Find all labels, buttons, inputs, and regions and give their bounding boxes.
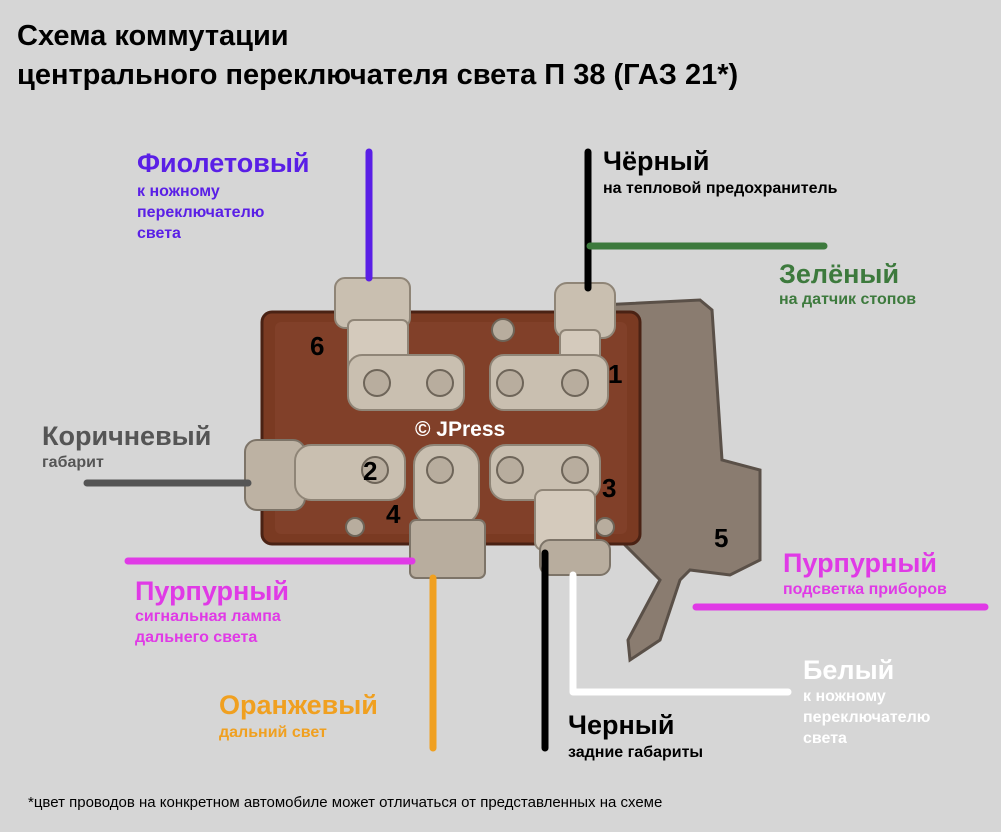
- pin-3: 3: [602, 473, 617, 503]
- pin-5: 5: [714, 523, 729, 553]
- label-orange-desc: дальний свет: [219, 724, 327, 741]
- watermark: © JPress: [415, 418, 506, 441]
- label-black-bottom-name: Черный: [568, 710, 675, 740]
- label-purple-right-name: Пурпурный: [783, 548, 937, 578]
- title-line-2: центрального переключателя света П 38 (Г…: [17, 59, 739, 91]
- label-orange-name: Оранжевый: [219, 690, 378, 720]
- title-line-1: Схема коммутации: [17, 20, 289, 52]
- wire-white: [569, 571, 792, 696]
- pin-2: 2: [363, 456, 378, 486]
- label-white-name: Белый: [803, 655, 895, 685]
- label-green-desc: на датчик стопов: [779, 291, 917, 308]
- label-black-top-name: Чёрный: [603, 146, 710, 176]
- label-violet-desc: к ножному переключателю света: [137, 183, 265, 242]
- footnote: *цвет проводов на конкретном автомобиле …: [28, 794, 663, 811]
- pin-4: 4: [386, 499, 401, 529]
- label-purple-left-desc: сигнальная лампа дальнего света: [135, 608, 281, 646]
- label-purple-right-desc: подсветка приборов: [783, 581, 947, 598]
- screw-top-row: [363, 318, 589, 397]
- label-black-bottom-desc: задние габариты: [568, 744, 704, 761]
- pin-6: 6: [310, 331, 325, 361]
- screw-middle-row: [345, 456, 615, 537]
- label-white-desc: к ножному переключателю света: [803, 688, 931, 747]
- label-brown-desc: габарит: [42, 454, 104, 471]
- label-brown-name: Коричневый: [42, 421, 212, 451]
- pin-1: 1: [608, 359, 623, 389]
- label-green-name: Зелёный: [779, 259, 900, 289]
- label-black-top-desc: на тепловой предохранитель: [603, 180, 838, 197]
- label-violet-name: Фиолетовый: [137, 148, 310, 178]
- label-purple-left-name: Пурпурный: [135, 576, 289, 606]
